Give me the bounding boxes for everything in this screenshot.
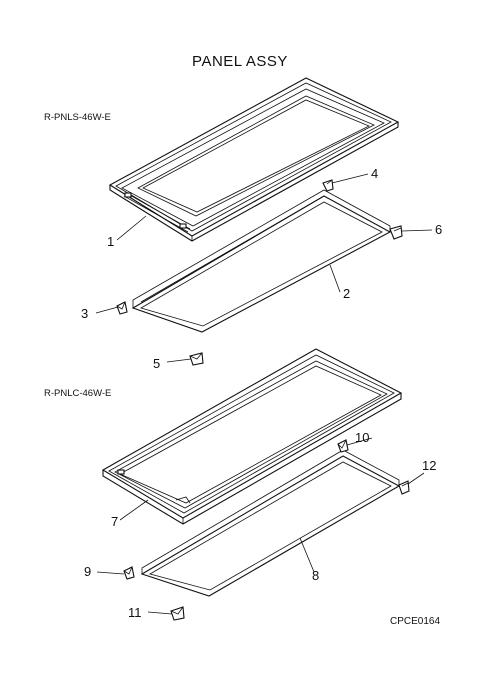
leader-2 <box>329 264 341 293</box>
leader-12 <box>407 472 425 485</box>
part-5-clip <box>189 352 204 366</box>
leader-9 <box>96 571 125 575</box>
part-3-clip <box>116 301 128 315</box>
model-label-upper: R-PNLS-46W-E <box>44 112 111 123</box>
leader-11 <box>147 611 173 615</box>
drawing-code: CPCE0164 <box>390 616 440 627</box>
callout-9: 9 <box>84 564 91 579</box>
part-11-clip <box>170 606 185 621</box>
callout-12: 12 <box>422 458 436 473</box>
part-1-frame <box>108 77 400 242</box>
callout-4: 4 <box>371 166 378 181</box>
leader-5 <box>166 358 192 363</box>
callout-2: 2 <box>343 286 350 301</box>
leader-7 <box>119 499 149 521</box>
part-12-clip <box>398 480 410 495</box>
part-7-frame <box>101 348 403 525</box>
part-2-tray <box>131 189 392 333</box>
callout-7: 7 <box>111 514 118 529</box>
callout-5: 5 <box>153 356 160 371</box>
leader-8 <box>299 537 315 573</box>
part-10-clip <box>337 439 349 453</box>
part-4-clip <box>322 179 334 192</box>
leader-1 <box>116 215 147 241</box>
part-9-clip <box>123 566 135 580</box>
leader-6 <box>401 229 433 232</box>
callout-8: 8 <box>312 568 319 583</box>
model-label-lower: R-PNLC-46W-E <box>44 388 111 399</box>
callout-11: 11 <box>128 605 142 620</box>
leader-3 <box>95 306 119 314</box>
page-title: PANEL ASSY <box>192 53 288 70</box>
callout-6: 6 <box>435 222 442 237</box>
part-6-clip <box>389 225 403 240</box>
leader-10 <box>346 437 373 446</box>
callout-1: 1 <box>107 234 114 249</box>
callout-3: 3 <box>81 306 88 321</box>
callout-10: 10 <box>355 430 369 445</box>
leader-4 <box>331 173 369 184</box>
